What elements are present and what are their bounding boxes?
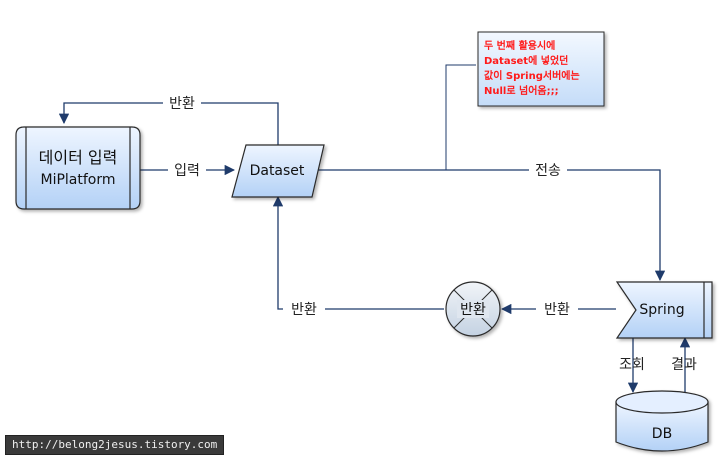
note-box (477, 31, 605, 107)
edge-dataset-to-spring (318, 169, 666, 282)
node-db (615, 390, 709, 452)
edge-label-return-bottom: 반환 (291, 302, 317, 318)
node-dataset-label: Dataset (250, 163, 305, 179)
note-line-2: Dataset에 넣었던 (484, 54, 568, 67)
note-connector (445, 64, 476, 170)
node-data-input (15, 126, 141, 210)
edge-label-input: 입력 (174, 163, 200, 179)
node-data-input-title: 데이터 입력 (39, 148, 118, 167)
edge-label-query: 조회 (619, 357, 645, 373)
node-spring (615, 281, 713, 339)
watermark-url: http://belong2jesus.tistory.com (5, 435, 225, 455)
node-dataset (231, 144, 325, 198)
note-line-4: Null로 넘어옴;;; (484, 84, 559, 97)
edge-label-result: 결과 (671, 357, 697, 373)
note-line-1: 두 번째 활용시에 (484, 39, 555, 52)
node-spring-label: Spring (639, 302, 684, 318)
node-return-label: 반환 (460, 302, 486, 318)
note-line-3: 값이 Spring서버에는 (484, 69, 580, 82)
edge-return-to-dataset (272, 195, 444, 310)
edge-label-send: 전송 (535, 163, 561, 179)
edge-label-return-top: 반환 (169, 96, 195, 112)
node-db-label: DB (652, 426, 672, 442)
node-data-input-subtitle: MiPlatform (40, 172, 115, 188)
edge-label-return-spring: 반환 (544, 302, 570, 318)
